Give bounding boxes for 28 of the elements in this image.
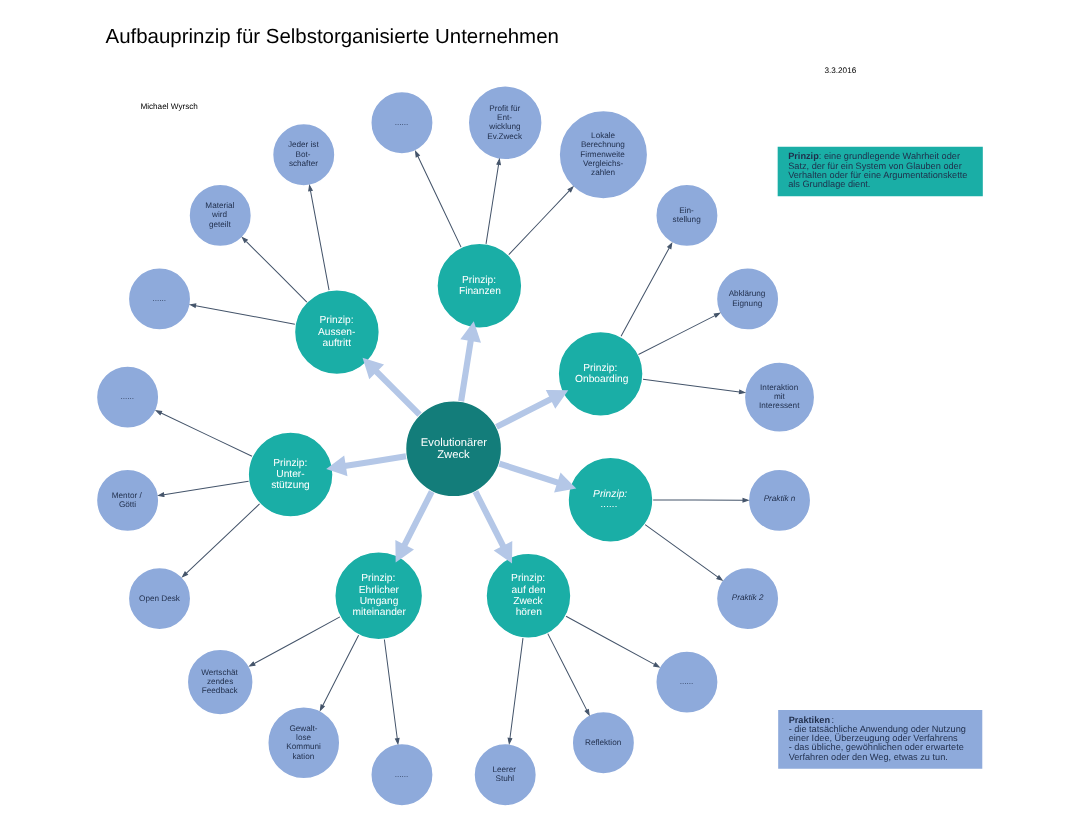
arrow [188, 302, 296, 324]
arrow [383, 638, 400, 745]
arrow [472, 489, 513, 563]
diagram-title: Aufbauprinzip für Selbstorganisierte Unternehmen [105, 25, 559, 48]
arrow [642, 377, 747, 394]
arrow [637, 311, 721, 355]
arrow [547, 632, 590, 716]
arrow [395, 489, 435, 562]
arrow [362, 356, 422, 416]
arrow [157, 479, 250, 497]
arrow [565, 614, 661, 667]
arrow [248, 615, 341, 666]
arrow [458, 320, 481, 401]
arrow [498, 459, 577, 492]
arrow [319, 633, 360, 711]
arrow [495, 389, 569, 429]
arrow [308, 183, 330, 290]
arrow [326, 452, 407, 476]
arrow [620, 240, 673, 336]
arrow [485, 156, 501, 244]
arrow [241, 235, 308, 302]
arrow [181, 502, 261, 577]
arrow [652, 496, 750, 502]
arrow [507, 636, 524, 745]
arrow [414, 149, 462, 247]
arrow [508, 184, 574, 255]
arrow [644, 523, 724, 581]
arrow [154, 409, 253, 456]
